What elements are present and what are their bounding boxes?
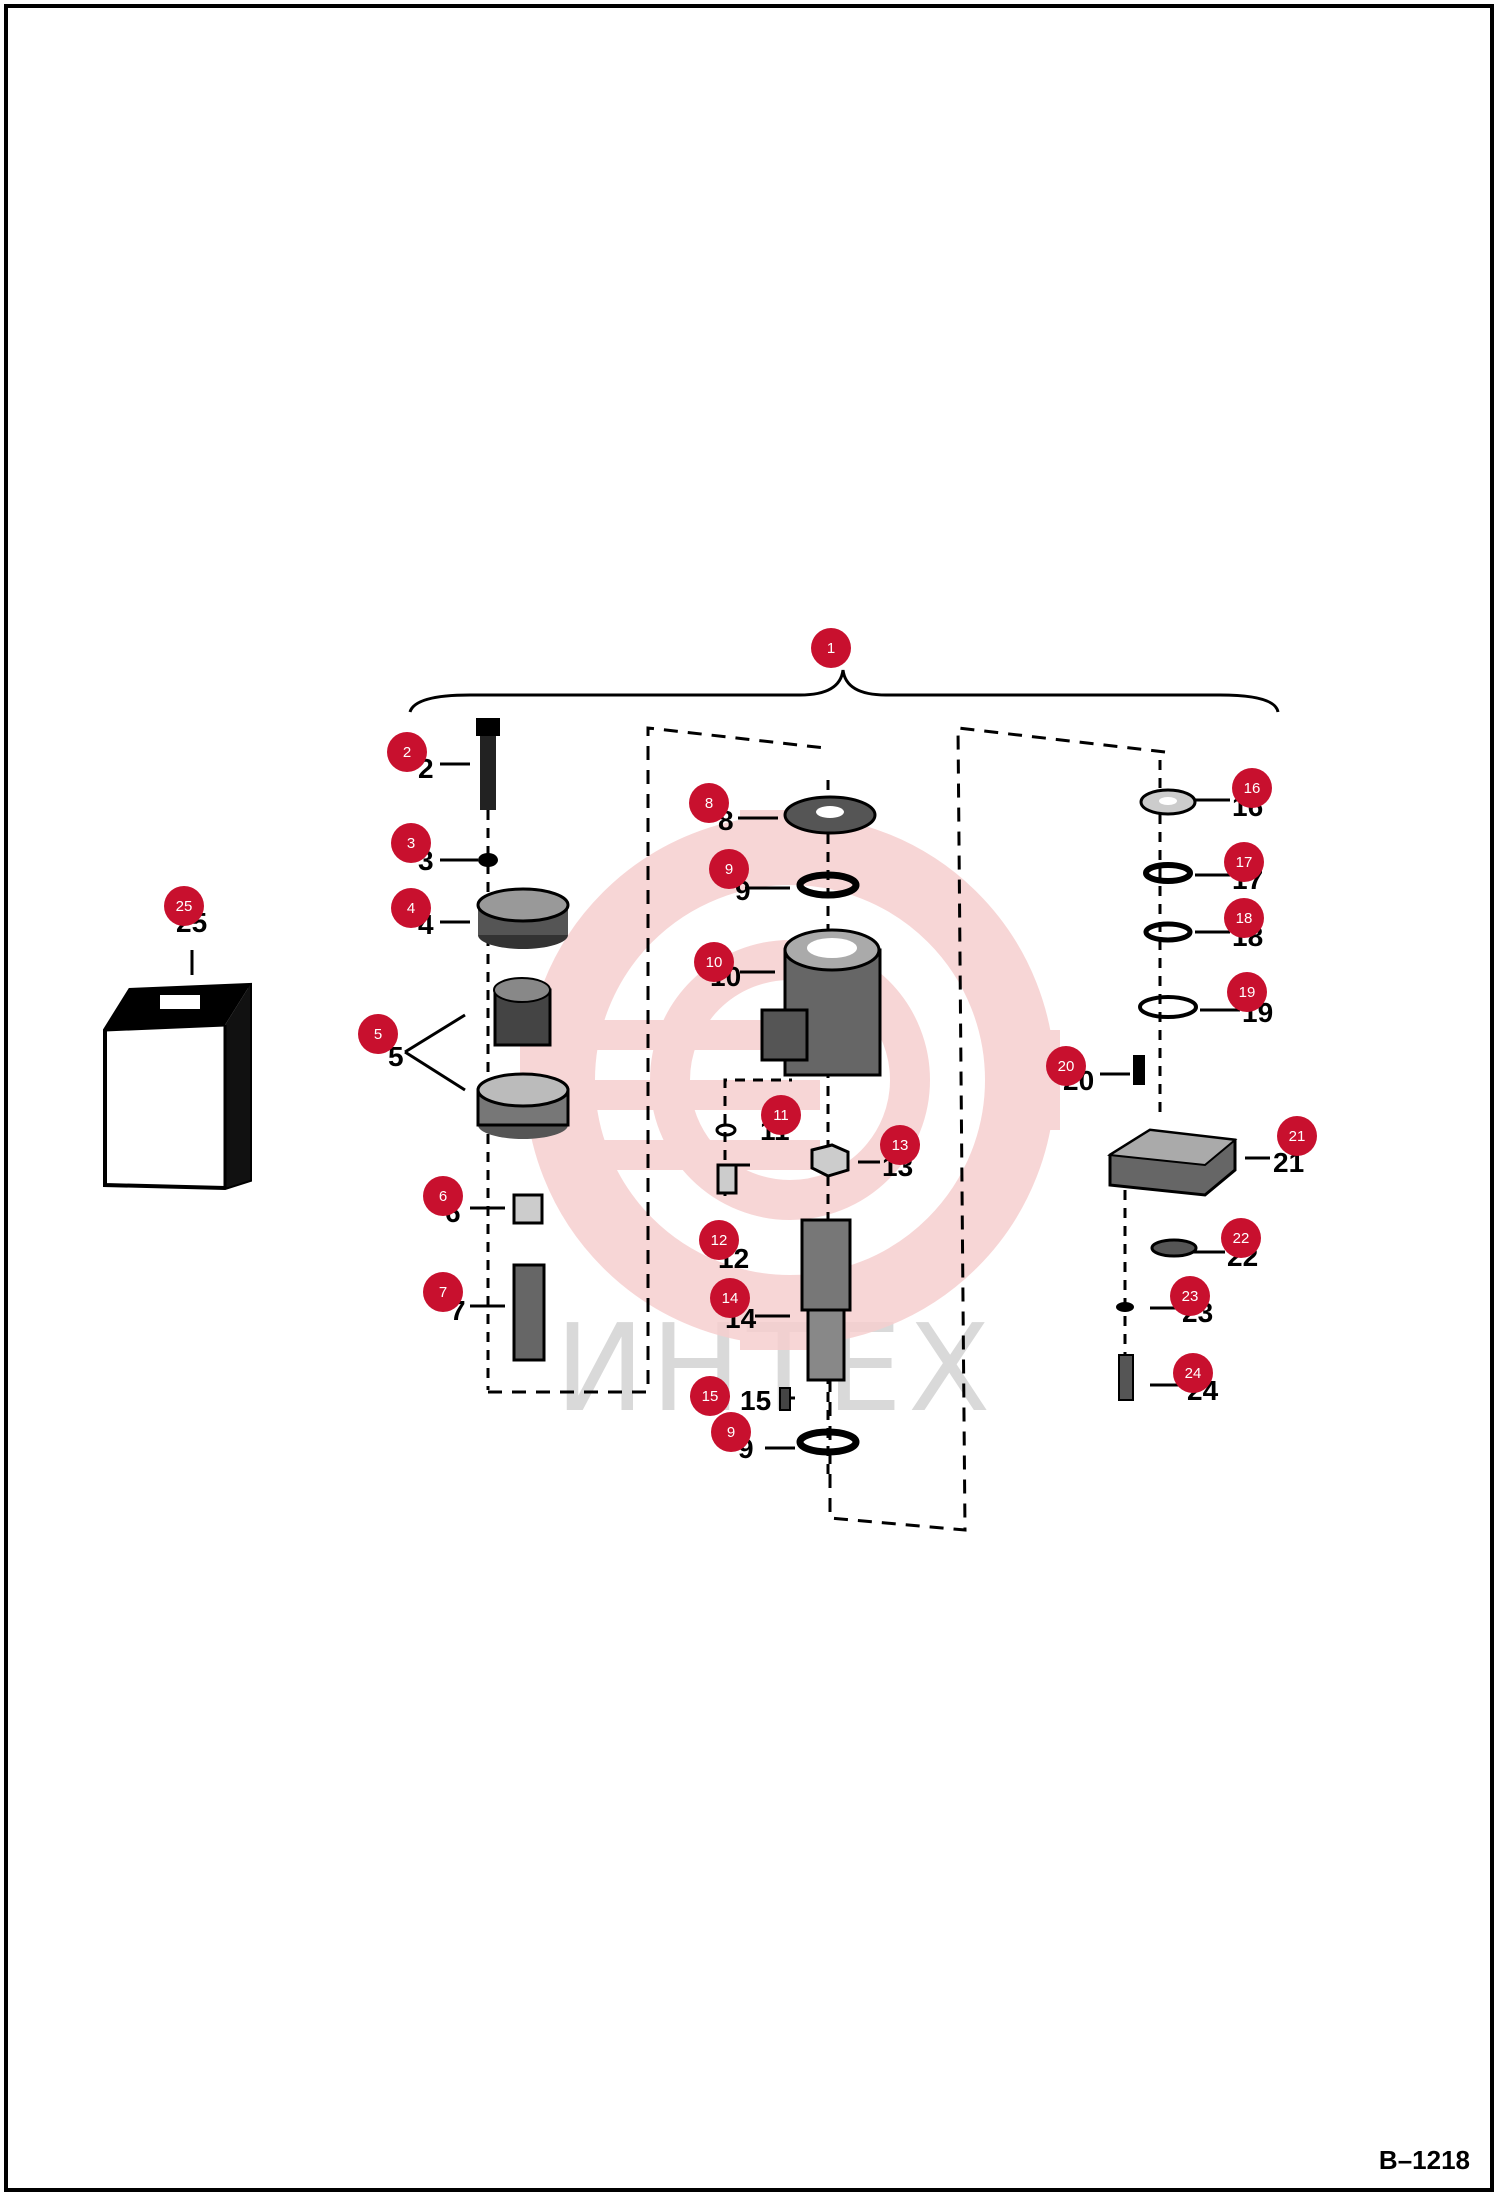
badge-16: 16 <box>1232 768 1272 808</box>
svg-text:25: 25 <box>176 898 193 915</box>
part-17-seal <box>1143 862 1193 884</box>
part-16-washer <box>1139 788 1197 816</box>
part-3-washer <box>478 853 498 867</box>
badge-24: 24 <box>1173 1353 1213 1393</box>
part-20-spring <box>1133 1055 1145 1085</box>
svg-text:4: 4 <box>407 900 415 917</box>
part-15-pin <box>779 1387 791 1411</box>
badge-19: 19 <box>1227 972 1267 1012</box>
badge-2: 2 <box>387 732 427 772</box>
part-22-seal <box>1150 1238 1198 1258</box>
badge-5: 5 <box>358 1014 398 1054</box>
part-25-decal-kit <box>103 982 252 1191</box>
part-6-bushing <box>512 1193 544 1225</box>
svg-text:17: 17 <box>1236 854 1253 871</box>
svg-text:22: 22 <box>1233 1230 1250 1247</box>
svg-text:12: 12 <box>711 1232 728 1249</box>
item-number-15: 15 <box>740 1385 771 1416</box>
badge-10: 10 <box>694 942 734 982</box>
svg-text:14: 14 <box>722 1290 739 1307</box>
part-18-oring <box>1143 921 1193 943</box>
svg-text:13: 13 <box>892 1137 909 1154</box>
svg-text:2: 2 <box>403 744 411 761</box>
page-border <box>4 4 1494 2192</box>
badge-9-lower: 9 <box>711 1412 751 1452</box>
badge-20: 20 <box>1046 1046 1086 1086</box>
svg-text:5: 5 <box>374 1026 382 1043</box>
svg-text:24: 24 <box>1185 1365 1202 1382</box>
badge-3: 3 <box>391 823 431 863</box>
badge-11: 11 <box>761 1095 801 1135</box>
svg-text:18: 18 <box>1236 910 1253 927</box>
svg-text:10: 10 <box>706 954 723 971</box>
badge-14: 14 <box>710 1278 750 1318</box>
badge-7: 7 <box>423 1272 463 1312</box>
part-7-shaft <box>512 1263 546 1362</box>
badge-23: 23 <box>1170 1276 1210 1316</box>
svg-text:3: 3 <box>407 835 415 852</box>
part-5-gerotor-ring <box>476 1072 570 1139</box>
part-12-plug <box>716 1163 738 1195</box>
part-9-seal-lower <box>796 1428 860 1456</box>
part-9-seal <box>796 871 860 899</box>
badge-18: 18 <box>1224 898 1264 938</box>
part-14-spool <box>800 1218 852 1382</box>
badge-25: 25 <box>164 886 204 926</box>
callout-badges: 1 2 3 4 5 6 7 8 9 10 11 12 13 14 15 9 16… <box>164 628 1317 1452</box>
badge-22: 22 <box>1221 1218 1261 1258</box>
badge-17: 17 <box>1224 842 1264 882</box>
badge-12: 12 <box>699 1220 739 1260</box>
part-11-oring <box>715 1123 737 1137</box>
svg-text:9: 9 <box>725 861 733 878</box>
part-5-gerotor-gear <box>493 977 552 1047</box>
svg-text:6: 6 <box>439 1188 447 1205</box>
badge-15: 15 <box>690 1376 730 1416</box>
badge-8: 8 <box>689 783 729 823</box>
part-13-nut <box>810 1143 850 1178</box>
svg-text:16: 16 <box>1244 780 1261 797</box>
part-10-housing <box>760 928 882 1077</box>
assembly-brace <box>408 669 1280 713</box>
badge-9: 9 <box>709 849 749 889</box>
svg-text:7: 7 <box>439 1284 447 1301</box>
part-2-bolt <box>476 718 500 810</box>
part-8-plate <box>783 795 877 835</box>
svg-text:20: 20 <box>1058 1058 1075 1075</box>
svg-text:19: 19 <box>1239 984 1256 1001</box>
badge-1: 1 <box>811 628 851 668</box>
svg-text:9: 9 <box>727 1424 735 1441</box>
part-19-oring <box>1138 995 1198 1019</box>
svg-text:15: 15 <box>702 1388 719 1405</box>
badge-4: 4 <box>391 888 431 928</box>
group-outlines <box>488 726 1166 1532</box>
badge-21: 21 <box>1277 1116 1317 1156</box>
svg-text:8: 8 <box>705 795 713 812</box>
drawing-reference-number: B–1218 <box>1378 2145 1470 2175</box>
badge-13: 13 <box>880 1125 920 1165</box>
leader-lines <box>190 762 1270 1450</box>
svg-text:21: 21 <box>1289 1128 1306 1145</box>
badge-6: 6 <box>423 1176 463 1216</box>
svg-text:23: 23 <box>1182 1288 1199 1305</box>
svg-text:1: 1 <box>827 640 835 657</box>
part-4-cover <box>476 887 570 949</box>
part-21-endplate <box>1107 1128 1238 1197</box>
part-23-washer <box>1116 1302 1134 1312</box>
part-24-bolt <box>1118 1354 1134 1401</box>
item-number-5: 5 <box>388 1041 404 1072</box>
svg-text:11: 11 <box>773 1107 789 1124</box>
